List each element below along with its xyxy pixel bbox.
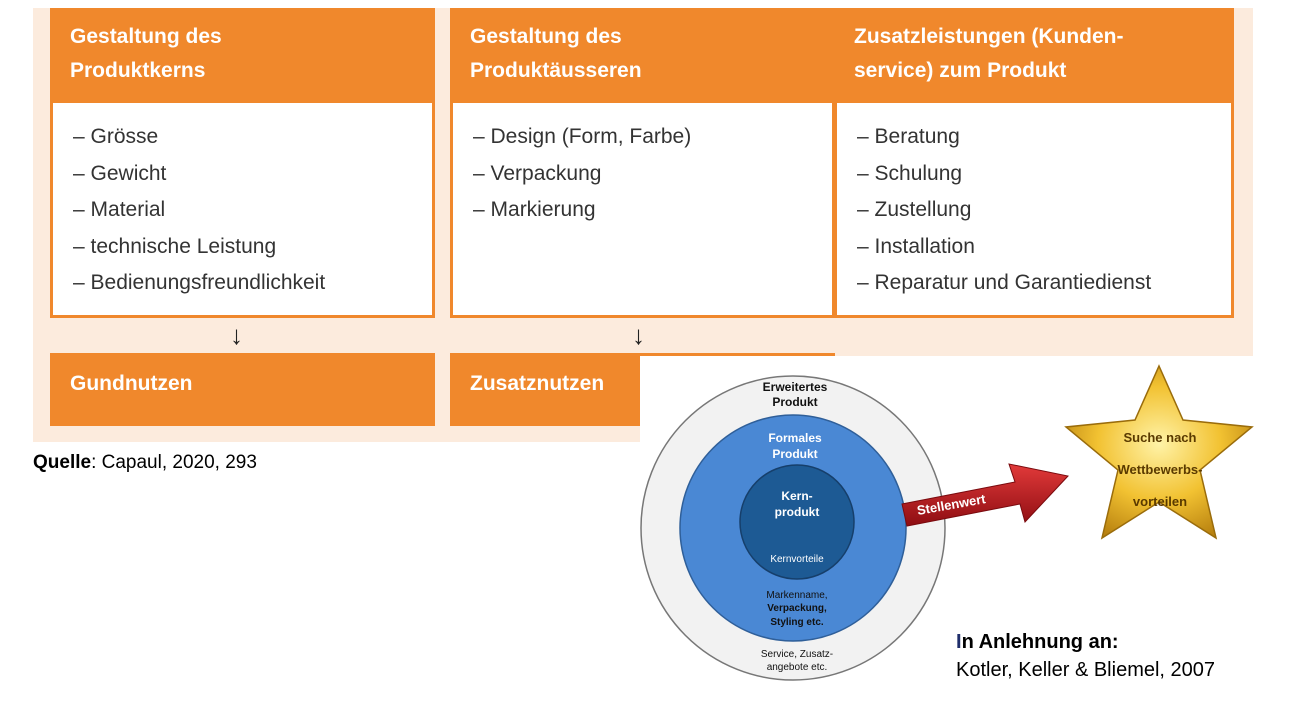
source-text: : Capaul, 2020, 293 bbox=[91, 452, 257, 473]
source-label: Quelle bbox=[33, 452, 92, 473]
formal-product-detail-3: Styling etc. bbox=[770, 617, 824, 628]
star-label-2: Wettbewerbs- bbox=[1118, 462, 1203, 477]
column-2-title-line-1: Gestaltung des bbox=[470, 25, 622, 48]
reference-heading: In Anlehnung an: bbox=[956, 628, 1215, 656]
reference-block: In Anlehnung an: Kotler, Keller & Blieme… bbox=[956, 628, 1215, 684]
formal-product-label-2: Produkt bbox=[772, 447, 817, 461]
column-1-list: Grösse Gewicht Material technische Leist… bbox=[73, 119, 412, 302]
list-item: Markierung bbox=[473, 192, 812, 229]
column-1-title-line-1: Gestaltung des bbox=[70, 25, 222, 48]
column-2-list: Design (Form, Farbe) Verpackung Markieru… bbox=[473, 119, 812, 229]
column-2-title-line-2: Produktäusseren bbox=[470, 59, 642, 82]
list-item: Material bbox=[73, 192, 412, 229]
list-item: Gewicht bbox=[73, 156, 412, 193]
formal-product-detail-1: Markenname, bbox=[766, 590, 827, 601]
column-3-list: Beratung Schulung Zustellung Installatio… bbox=[857, 119, 1211, 302]
list-item: Design (Form, Farbe) bbox=[473, 119, 812, 156]
column-3-title-line-1: Zusatzleistungen (Kunden- bbox=[854, 25, 1124, 48]
list-item: Bedienungsfreundlichkeit bbox=[73, 265, 412, 302]
list-item: Grösse bbox=[73, 119, 412, 156]
reference-heading-rest: n Anlehnung an: bbox=[961, 631, 1119, 653]
column-2-list-box: Design (Form, Farbe) Verpackung Markieru… bbox=[450, 100, 835, 318]
column-1-list-box: Grösse Gewicht Material technische Leist… bbox=[50, 100, 435, 318]
star-label-3: vorteilen bbox=[1133, 494, 1187, 509]
star-label-1: Suche nach bbox=[1124, 430, 1197, 445]
reference-citation: Kotler, Keller & Bliemel, 2007 bbox=[956, 659, 1216, 681]
down-arrow-icon: ↓ bbox=[632, 320, 645, 350]
list-item: Installation bbox=[857, 229, 1211, 266]
formal-product-label-1: Formales bbox=[768, 431, 822, 445]
star-icon bbox=[1064, 364, 1254, 540]
column-2-header: Gestaltung des Produktäusseren bbox=[450, 8, 835, 100]
core-product-label-1: Kern- bbox=[781, 489, 812, 503]
column-3-list-box: Beratung Schulung Zustellung Installatio… bbox=[834, 100, 1234, 318]
list-item: Verpackung bbox=[473, 156, 812, 193]
result-basic-benefit: Gundnutzen bbox=[50, 353, 435, 426]
reference-heading-initial: I bbox=[956, 631, 962, 653]
down-arrow-icon: ↓ bbox=[230, 320, 243, 350]
list-item: Reparatur und Garantiedienst bbox=[857, 265, 1211, 302]
column-3-header: Zusatzleistungen (Kunden- service) zum P… bbox=[834, 8, 1234, 100]
column-1-title-line-2: Produktkerns bbox=[70, 59, 206, 82]
list-item: Schulung bbox=[857, 156, 1211, 193]
list-item: technische Leistung bbox=[73, 229, 412, 266]
extended-product-label-1: Erweitertes bbox=[763, 380, 828, 394]
value-arrow-icon bbox=[901, 463, 1069, 527]
core-benefits-label: Kernvorteile bbox=[770, 554, 824, 565]
extended-product-detail-2: angebote etc. bbox=[767, 662, 828, 673]
core-product-circle bbox=[739, 464, 855, 580]
core-product-label-2: produkt bbox=[775, 505, 820, 519]
source-citation: Quelle: Capaul, 2020, 293 bbox=[33, 452, 257, 474]
list-item: Beratung bbox=[857, 119, 1211, 156]
list-item: Zustellung bbox=[857, 192, 1211, 229]
formal-product-detail-2: Verpackung, bbox=[767, 603, 827, 614]
extended-product-label-2: Produkt bbox=[772, 395, 817, 409]
extended-product-detail-1: Service, Zusatz- bbox=[761, 649, 833, 660]
column-3-title-line-2: service) zum Produkt bbox=[854, 59, 1067, 82]
column-1-header: Gestaltung des Produktkerns bbox=[50, 8, 435, 100]
